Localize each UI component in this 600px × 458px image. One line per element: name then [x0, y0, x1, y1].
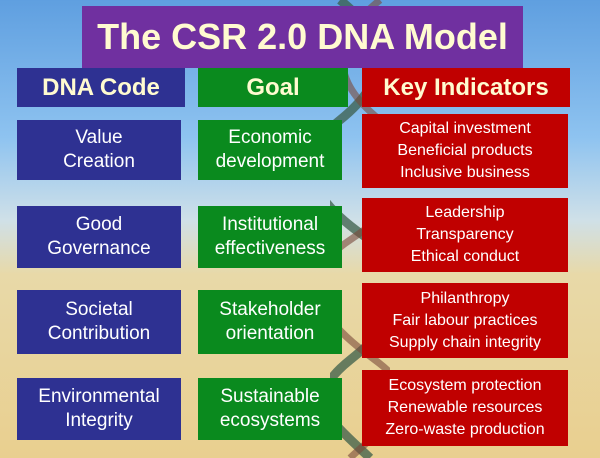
dna-code-box-line: Contribution — [47, 323, 151, 344]
header-key-indicators: Key Indicators — [362, 68, 570, 107]
goal-box-line: Stakeholder — [219, 299, 321, 320]
indicators-box-line: Leadership — [425, 204, 505, 221]
dna-code-box-line: Good — [75, 214, 123, 235]
goal-box-line: ecosystems — [219, 410, 321, 431]
indicators-box-line: Zero-waste production — [385, 421, 545, 438]
indicators-box-line: Fair labour practices — [392, 311, 538, 329]
goal-box: Institutional effectiveness — [198, 206, 342, 268]
dna-code-box-line: Creation — [63, 151, 135, 172]
dna-code-box-line: Governance — [47, 238, 151, 259]
indicators-box-line: Capital investment — [399, 120, 531, 137]
goal-box-line: Sustainable — [220, 386, 320, 407]
goal-box-line: orientation — [225, 323, 315, 344]
header-goal: Goal — [198, 68, 348, 107]
goal-box: Stakeholder orientation — [198, 290, 342, 354]
header-dna-code: DNA Code — [17, 68, 185, 107]
indicators-box-line: Transparency — [416, 226, 514, 243]
indicators-box-line: Supply chain integrity — [388, 333, 542, 351]
goal-box: Economic development — [198, 120, 342, 180]
goal-box-line: effectiveness — [214, 238, 326, 259]
dna-code-box-line: Integrity — [65, 410, 133, 431]
goal-box-line: Economic — [228, 127, 312, 148]
indicators-box-line: Beneficial products — [397, 142, 533, 159]
dna-code-box-line: Environmental — [38, 386, 160, 407]
dna-code-box-line: Value — [75, 127, 123, 148]
indicators-box-line: Inclusive business — [400, 164, 530, 181]
goal-box: Sustainable ecosystems — [198, 378, 342, 440]
page-title: The CSR 2.0 DNA Model — [82, 6, 523, 68]
dna-code-box-line: Societal — [65, 299, 133, 320]
indicators-box-line: Ecosystem protection — [388, 377, 542, 394]
goal-box-line: Institutional — [221, 214, 319, 235]
goal-box-line: development — [215, 151, 325, 172]
indicators-box-line: Philanthropy — [420, 289, 510, 307]
indicators-box-line: Renewable resources — [387, 399, 543, 416]
indicators-box-line: Ethical conduct — [410, 248, 520, 265]
